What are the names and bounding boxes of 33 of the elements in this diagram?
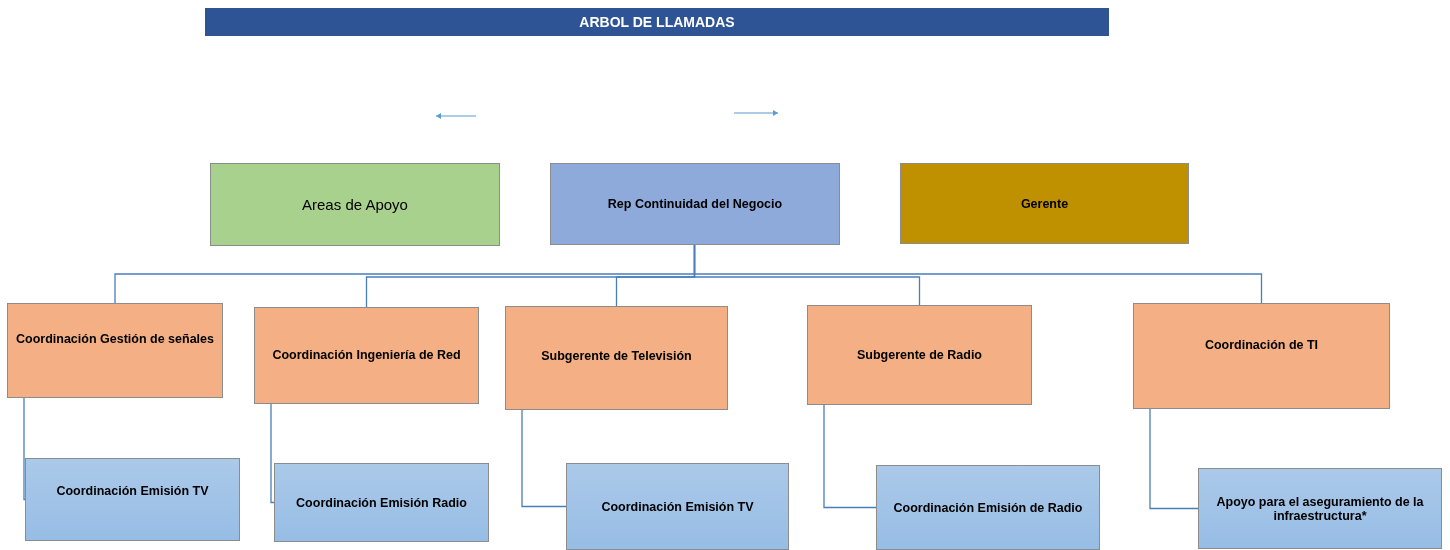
org-box [876,465,1100,550]
org-box [7,303,223,398]
box-label: Coordinación Emisión de Radio [893,500,1083,515]
box-label: Gerente [1020,196,1069,211]
box-label: Coordinación Emisión TV [56,484,209,498]
org-box [1198,468,1442,549]
box-label: Areas de Apoyo [302,196,408,213]
connector-line [521,409,567,508]
box-label: Rep Continuidad del Negocio [607,197,783,211]
title-banner: ARBOL DE LLAMADAS [205,8,1109,36]
org-box [274,463,489,542]
org-box [254,307,479,404]
box-label: Coordinación Emisión Radio [296,495,467,510]
connector-line [823,404,877,509]
box-label: Coordinación Gestión de señales [16,332,214,346]
connector-line [1149,408,1199,510]
box-label: Subgerente de Televisión [541,349,692,363]
org-box [210,163,500,246]
connector-line [693,244,1263,304]
org-box [1133,303,1390,409]
org-box [25,458,240,541]
box-label: Coordinación Ingeniería de Red [272,348,461,362]
org-box [550,163,840,245]
connector-line [270,403,275,504]
org-box [505,306,728,410]
connector-line [23,397,26,501]
box-label: Coordinación Emisión TV [601,499,754,514]
box-label: Coordinación de TI [1204,338,1319,352]
box-label: Subgerente de Radio [857,348,982,362]
org-box [566,463,789,550]
org-box [807,305,1032,405]
box-label: Apoyo para el aseguramiento de la infraestructura* [1215,494,1425,523]
org-box [900,163,1189,244]
